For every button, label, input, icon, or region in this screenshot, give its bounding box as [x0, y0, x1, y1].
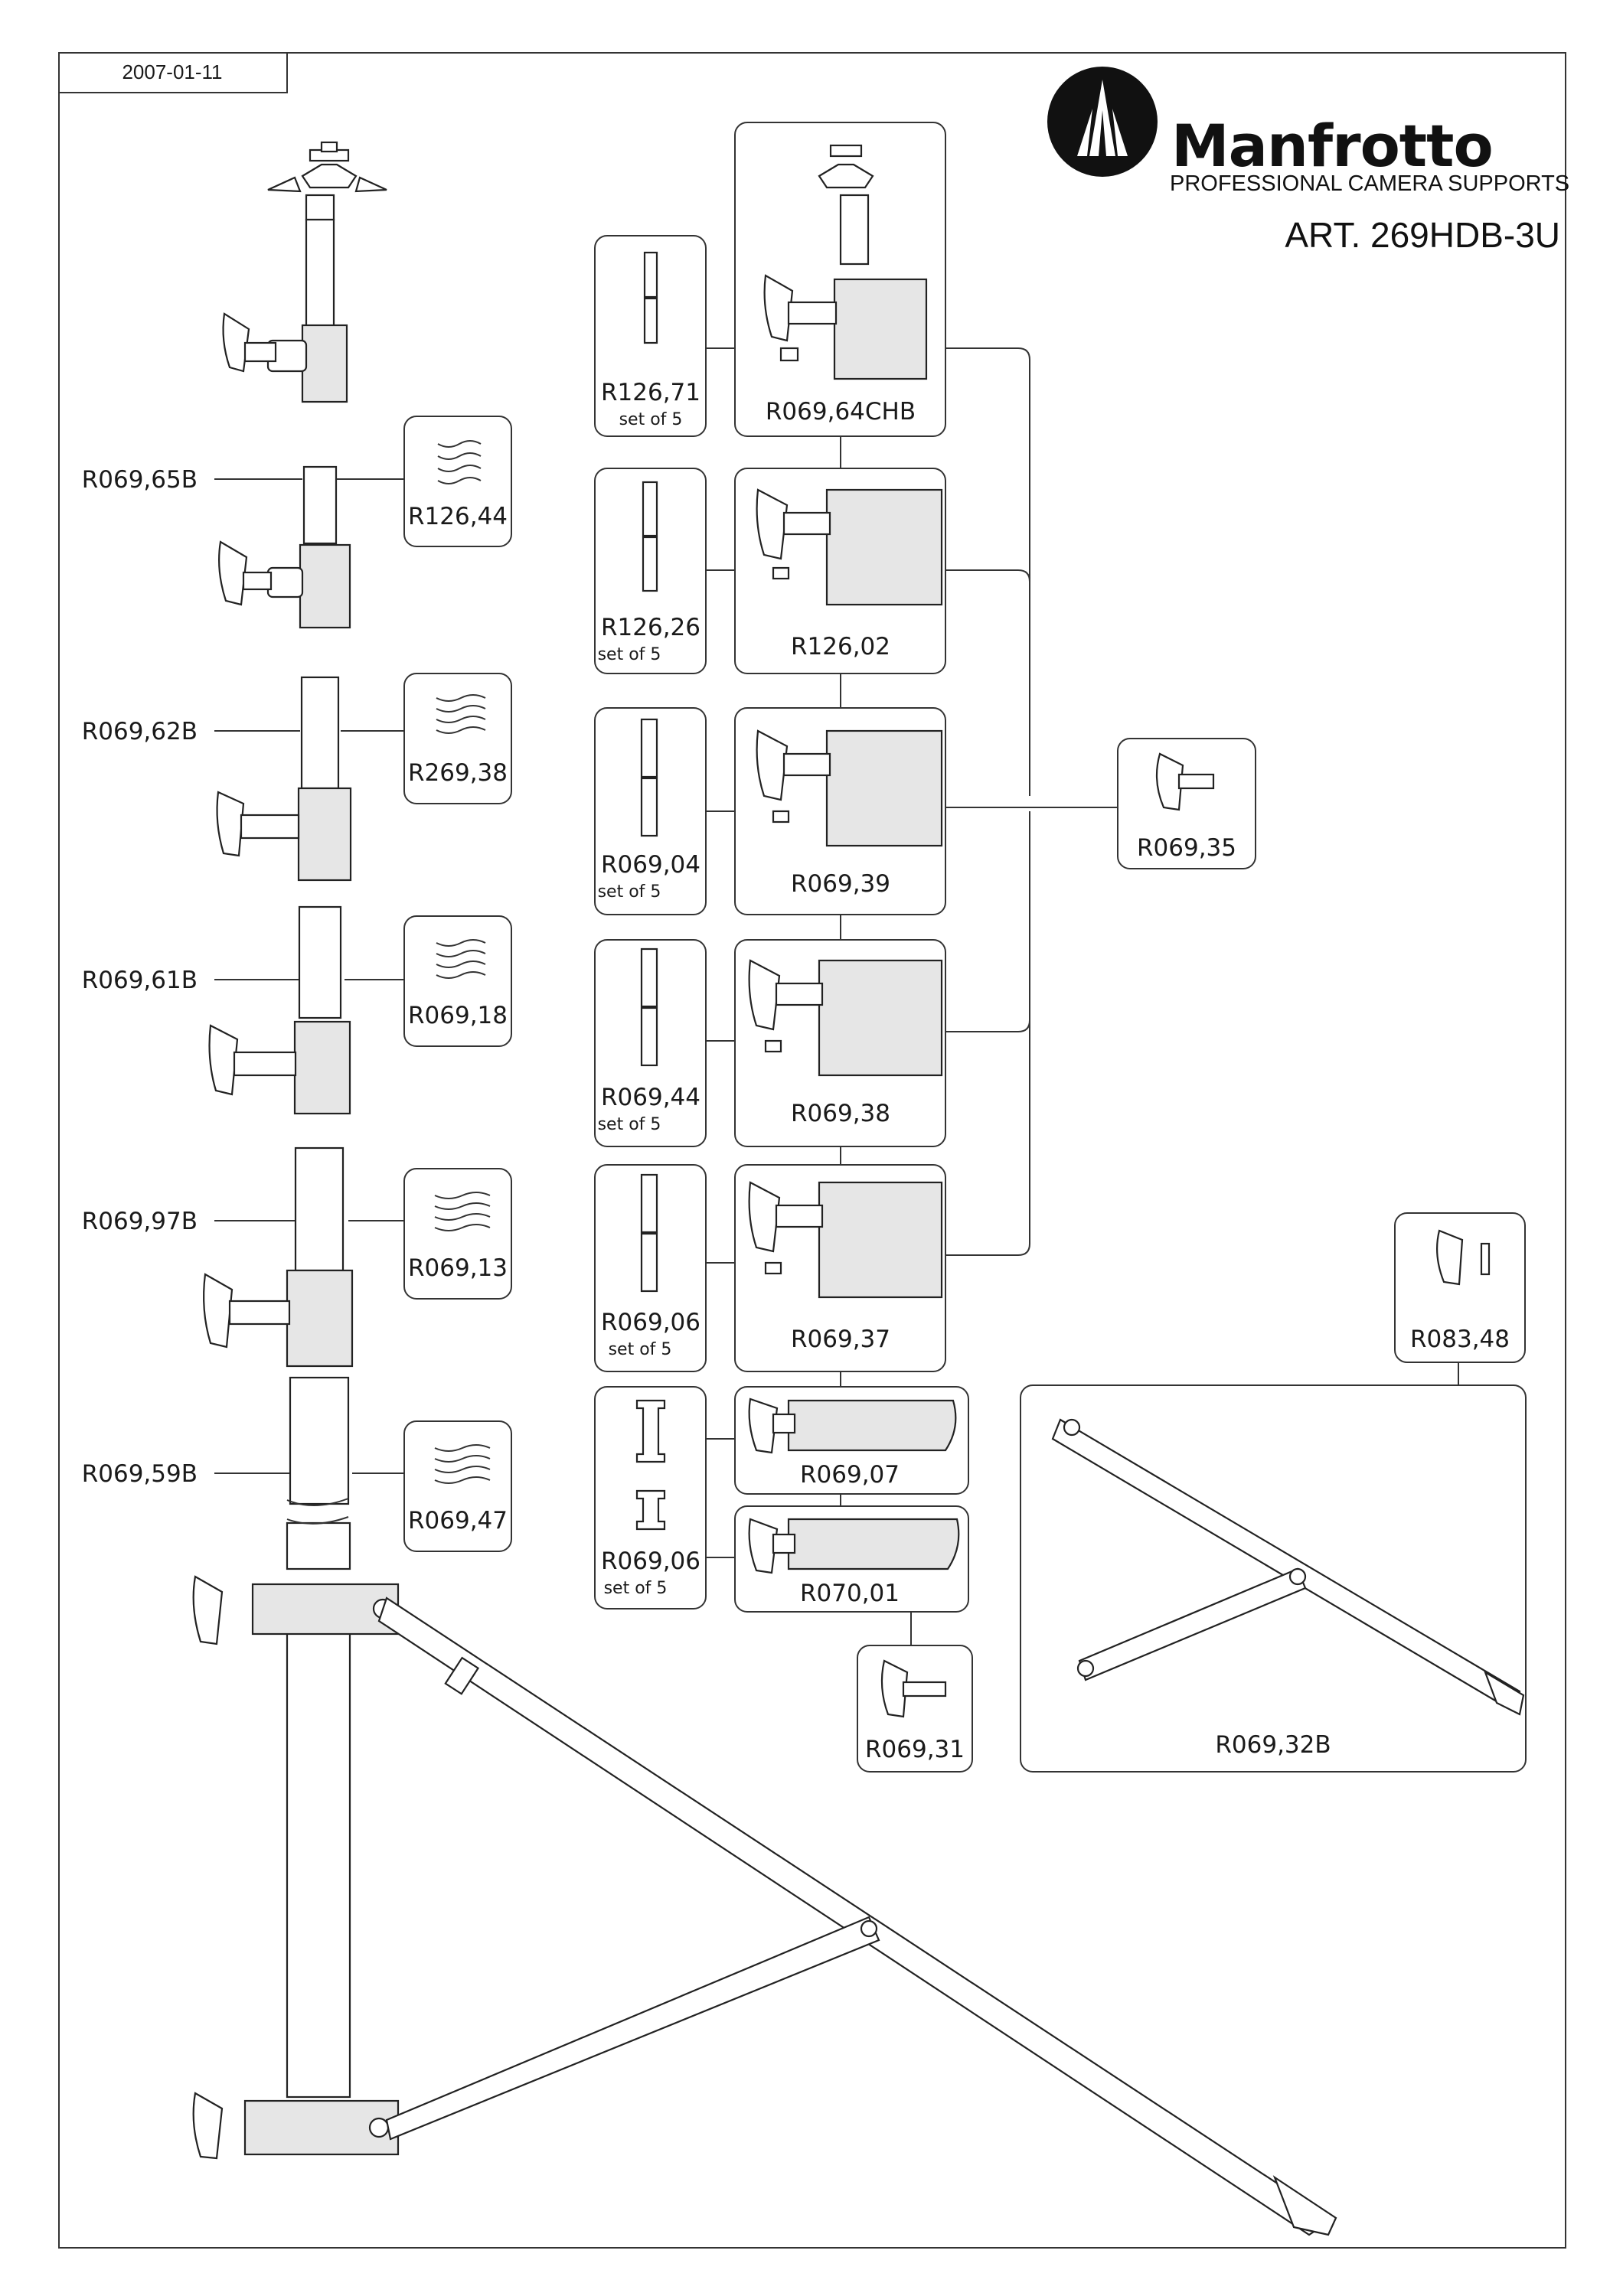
column-section-label: R069,61B [82, 967, 198, 994]
knob-label: R069,35 [1137, 834, 1236, 862]
collar-label: R069,39 [791, 870, 890, 898]
strip-labels: R126,71 set of 5 R126,26 set of 5 R069,0… [598, 379, 700, 1598]
collar-label: R069,07 [800, 1461, 900, 1489]
collar-boxes [734, 122, 969, 1613]
strip-note: set of 5 [609, 1340, 672, 1359]
collar-body-3 [748, 959, 943, 1077]
strip-note: set of 5 [619, 410, 683, 429]
spring-label: R069,47 [408, 1507, 508, 1534]
column-section-label: R069,62B [82, 718, 198, 745]
article-number: ART. 269HDB-3U [1285, 215, 1560, 255]
knob-label: R083,48 [1410, 1326, 1510, 1353]
strip-label: R126,26 [601, 614, 700, 641]
knob-labels: R069,35 R069,31 R083,48 [865, 834, 1510, 1763]
strip-note: set of 5 [598, 1115, 661, 1134]
leg-label: R069,32B [1215, 1731, 1331, 1759]
drawing-frame [58, 52, 1566, 2249]
column-section-labels: R069,65B R069,62B R069,61B R069,97B R069… [82, 466, 198, 1488]
collar-label: R069,64CHB [766, 398, 916, 426]
collar-label: R069,38 [791, 1100, 890, 1127]
collar-labels: R069,64CHB R126,02 R069,39 R069,38 R069,… [766, 398, 916, 1607]
knob-label: R069,31 [865, 1736, 965, 1763]
collar-label: R069,37 [791, 1326, 890, 1353]
manfrotto-logo [1047, 67, 1158, 177]
column-section-label: R069,65B [82, 466, 198, 494]
collar-body-4 [748, 1181, 943, 1299]
strip-label: R126,71 [601, 379, 700, 406]
brand-tagline: PROFESSIONAL CAMERA SUPPORTS [1170, 171, 1570, 196]
collar-body-2 [756, 729, 943, 847]
strip-boxes [594, 235, 707, 1609]
collar-label: R070,01 [800, 1580, 900, 1607]
strip-note: set of 5 [604, 1579, 668, 1598]
strip-label: R069,06 [601, 1548, 700, 1575]
collar-body-5 [748, 1397, 957, 1454]
column-assembly [192, 141, 1337, 2236]
strip-label: R069,44 [601, 1084, 700, 1111]
spring-label: R069,18 [408, 1002, 508, 1029]
column-leaders [214, 478, 404, 1474]
collar-body-1 [756, 488, 943, 606]
spring-label: R069,13 [408, 1254, 508, 1282]
spring-label: R269,38 [408, 759, 508, 787]
column-section-label: R069,59B [82, 1460, 198, 1488]
column-section-label: R069,97B [82, 1208, 198, 1235]
spring-labels: R126,44 R269,38 R069,18 R069,13 R069,47 [408, 503, 508, 1534]
strip-label: R069,04 [601, 851, 700, 879]
date-text: 2007-01-11 [122, 60, 223, 83]
knob-boxes [857, 738, 1526, 1773]
spring-label: R126,44 [408, 503, 508, 530]
connectors [706, 347, 1459, 1645]
leg-box [1020, 1384, 1527, 1773]
collar-body-6 [748, 1518, 960, 1574]
strip-label: R069,06 [601, 1309, 700, 1336]
strip-note: set of 5 [598, 645, 661, 664]
spring-boxes [403, 416, 512, 1552]
strip-note: set of 5 [598, 882, 661, 902]
date-box: 2007-01-11 [58, 52, 288, 93]
brand-name: Manfrotto [1171, 112, 1494, 180]
collar-label: R126,02 [791, 633, 890, 660]
